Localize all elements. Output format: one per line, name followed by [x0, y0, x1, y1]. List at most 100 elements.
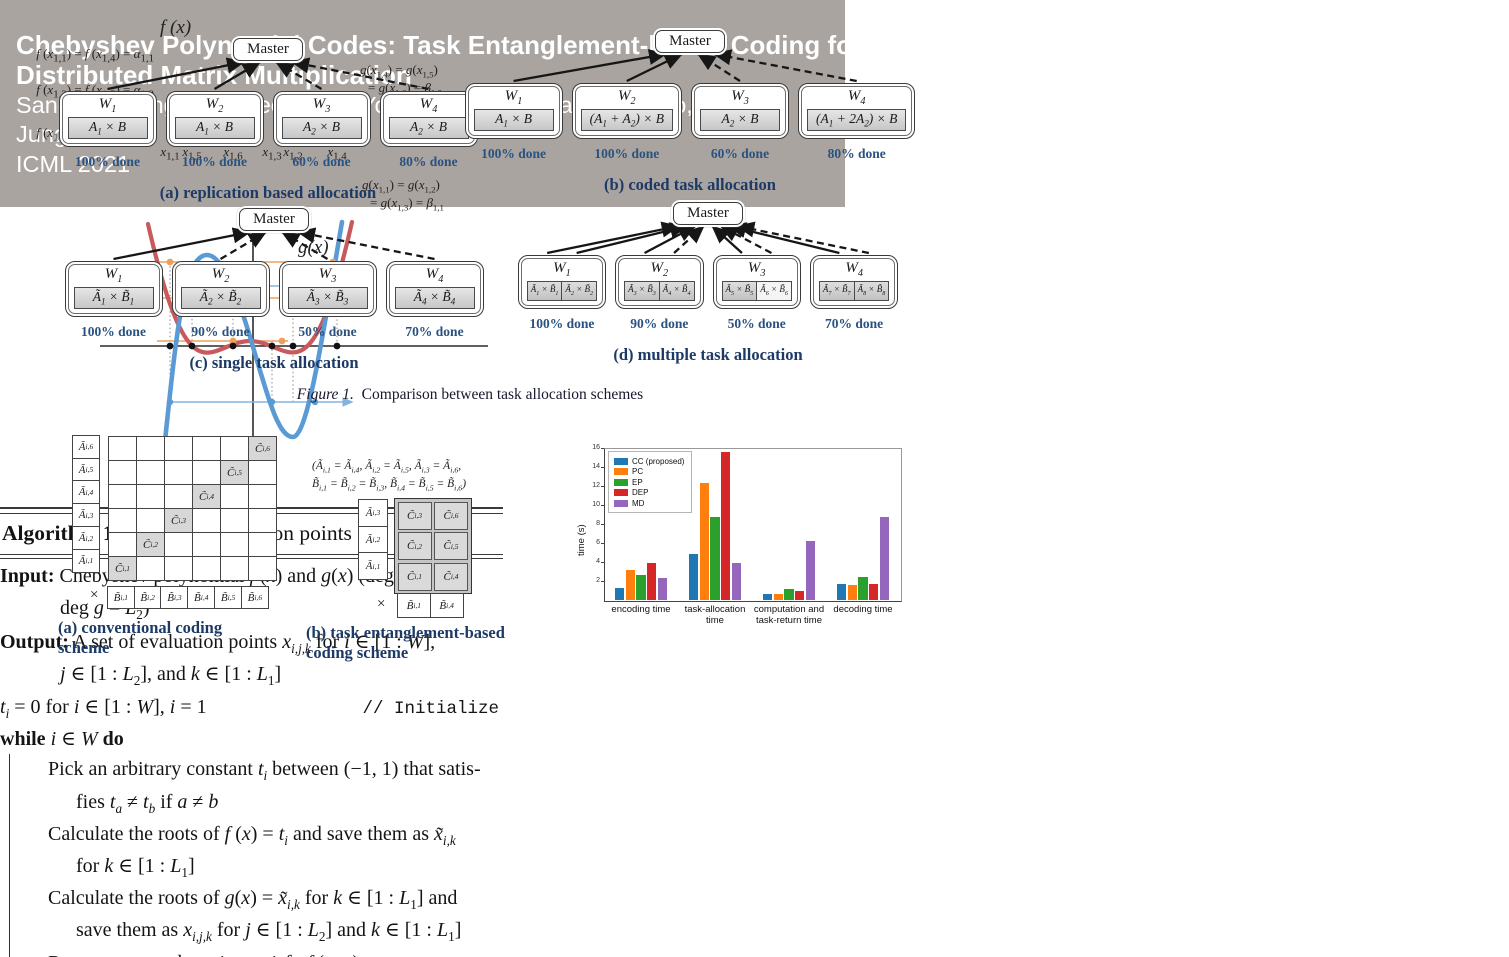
legend-swatch [614, 478, 628, 486]
done-label: 50% done [298, 324, 357, 340]
f-curve-label: f (x) [160, 17, 192, 38]
done-label: 100% done [75, 154, 140, 170]
coded-cell: C̃i,3 [397, 501, 432, 530]
matrix-cell [165, 533, 193, 557]
worker-label: W3 [318, 266, 337, 285]
algorithm-init-line: ti = 0 for i ∈ [1 : W], i = 1 // Initial… [0, 692, 503, 724]
legend-swatch [614, 468, 628, 475]
matrix-cell [249, 557, 277, 581]
matrix-cell [109, 485, 137, 509]
bar-CCproposed [689, 554, 699, 600]
init-comment: // Initialize [362, 698, 499, 719]
worker-label: W1 [553, 260, 571, 279]
coded-cell: C̃i,1 [397, 562, 432, 591]
alpha-label-1: f (x1,1) = f (x1,4) = α1,1 [36, 46, 154, 65]
bar-MD [805, 541, 815, 600]
y-tick-mark [601, 505, 604, 506]
task-chip: A2 × B [700, 108, 780, 132]
diagram-caption: (a) replication based allocation [159, 183, 377, 203]
matrix-cell-b: B̃i,3 [160, 586, 189, 609]
arrow-dashed [219, 231, 268, 260]
arrow-solid [213, 61, 262, 90]
diagram-caption: (c) single task allocation [189, 353, 359, 373]
matrix-cell [193, 557, 221, 581]
task-chip: Ã3 × B̃3 [287, 286, 368, 310]
legend-entry: CC (proposed) [614, 457, 684, 466]
algorithm-step: Pick an arbitrary constant ti between (−… [48, 758, 481, 816]
task-list: A1 × B [67, 116, 148, 140]
legend-label: MD [632, 498, 645, 508]
matrix-cell [221, 509, 249, 533]
coded-cell: C̃i,4 [193, 485, 221, 509]
matrix-cell-b: B̃i,4 [429, 593, 464, 618]
while-body: Pick an arbitrary constant ti between (−… [9, 754, 503, 957]
task-chip: Ã2 × B̃2 [561, 281, 597, 300]
arrow-dashed [712, 49, 857, 83]
algorithm-step: Calculate the roots of f (x) = ti and sa… [48, 822, 456, 880]
arrow-dashed [735, 221, 870, 255]
y-tick-label: 4 [596, 558, 600, 565]
task-chip: Ã5 × B̃5 [722, 281, 757, 300]
x-point-label-2: x1,5 [182, 144, 202, 163]
worker-box: W4(A1 + 2A2) × B [798, 83, 916, 140]
x-point-label-1: x1,1 [160, 144, 180, 163]
coded-cell: C̃i,2 [397, 532, 432, 560]
g-curve-label: g(x) [298, 237, 329, 258]
bar-PC [773, 594, 784, 600]
task-chip: Ã2 × B̃2 [180, 286, 261, 310]
worker-label: W4 [847, 88, 866, 107]
worker-label: W2 [211, 266, 230, 285]
task-list: A2 × B [388, 116, 469, 140]
matrix-cell [165, 557, 193, 581]
arrow-dashed [696, 53, 741, 82]
arrow-solid [626, 52, 684, 83]
matrix-cell [221, 533, 249, 557]
matrix-cell-b: B̃i,1 [396, 593, 431, 618]
beta-lower-label-line1: g(x1,1) = g(x1,2) [362, 177, 440, 195]
worker-label: W2 [650, 260, 669, 279]
venue: ICML 2021 [16, 151, 131, 178]
bar-MD [657, 578, 667, 600]
matrix-cell [193, 509, 221, 533]
arrow-solid [513, 49, 668, 83]
matrix-cell [193, 533, 221, 557]
y-tick-mark [601, 543, 604, 544]
matrix-cell-b: B̃i,5 [214, 586, 243, 609]
task-list: A2 × B [700, 108, 780, 132]
done-label: 100% done [594, 146, 660, 162]
matrix-cell [221, 557, 249, 581]
x-point-label-5: x1,2 [283, 144, 303, 163]
